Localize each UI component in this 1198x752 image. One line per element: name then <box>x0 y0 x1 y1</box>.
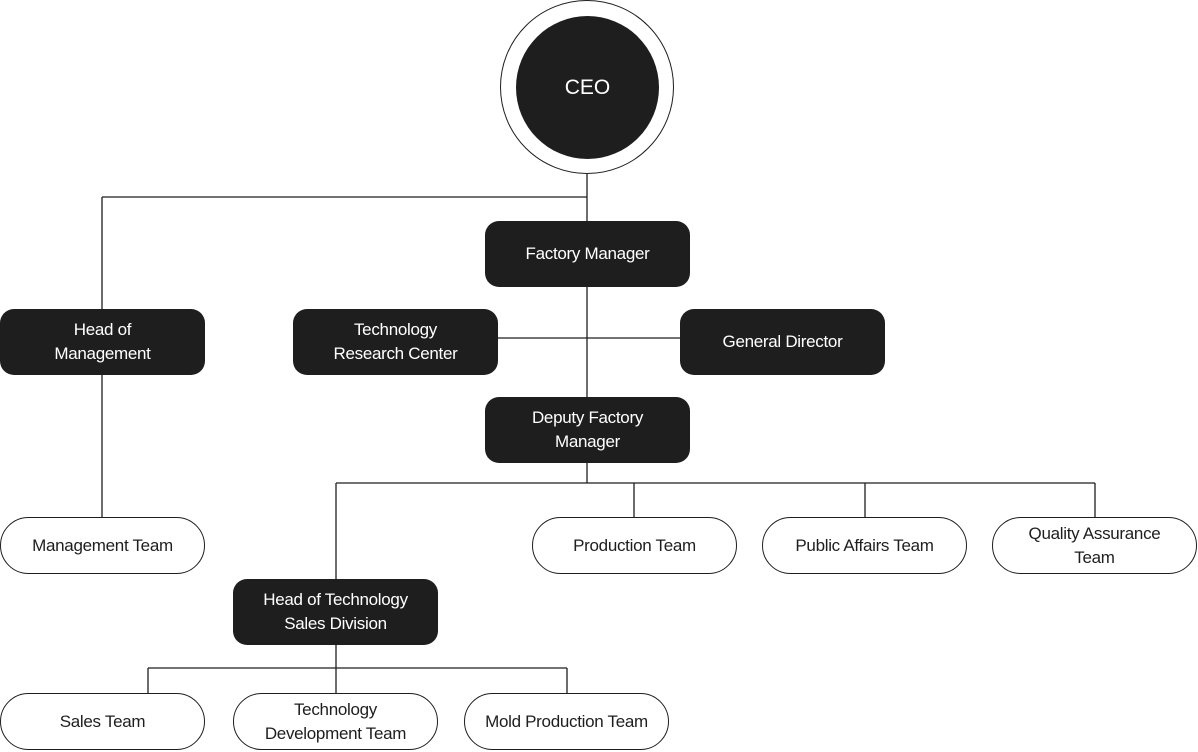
production-team-node: Production Team <box>532 517 737 574</box>
public-affairs-team-node: Public Affairs Team <box>762 517 967 574</box>
sales-team-node: Sales Team <box>0 693 205 750</box>
management-team-node: Management Team <box>0 517 205 574</box>
technology-research-center-node: Technology Research Center <box>293 309 498 375</box>
head-of-management-node: Head of Management <box>0 309 205 375</box>
quality-assurance-team-node: Quality Assurance Team <box>992 517 1197 574</box>
deputy-factory-manager-node: Deputy Factory Manager <box>485 397 690 463</box>
factory-manager-node: Factory Manager <box>485 221 690 287</box>
general-director-node: General Director <box>680 309 885 375</box>
ceo-node: CEO <box>516 16 659 159</box>
technology-development-team-node: Technology Development Team <box>233 693 438 750</box>
mold-production-team-node: Mold Production Team <box>464 693 669 750</box>
head-of-technology-sales-node: Head of Technology Sales Division <box>233 579 438 645</box>
